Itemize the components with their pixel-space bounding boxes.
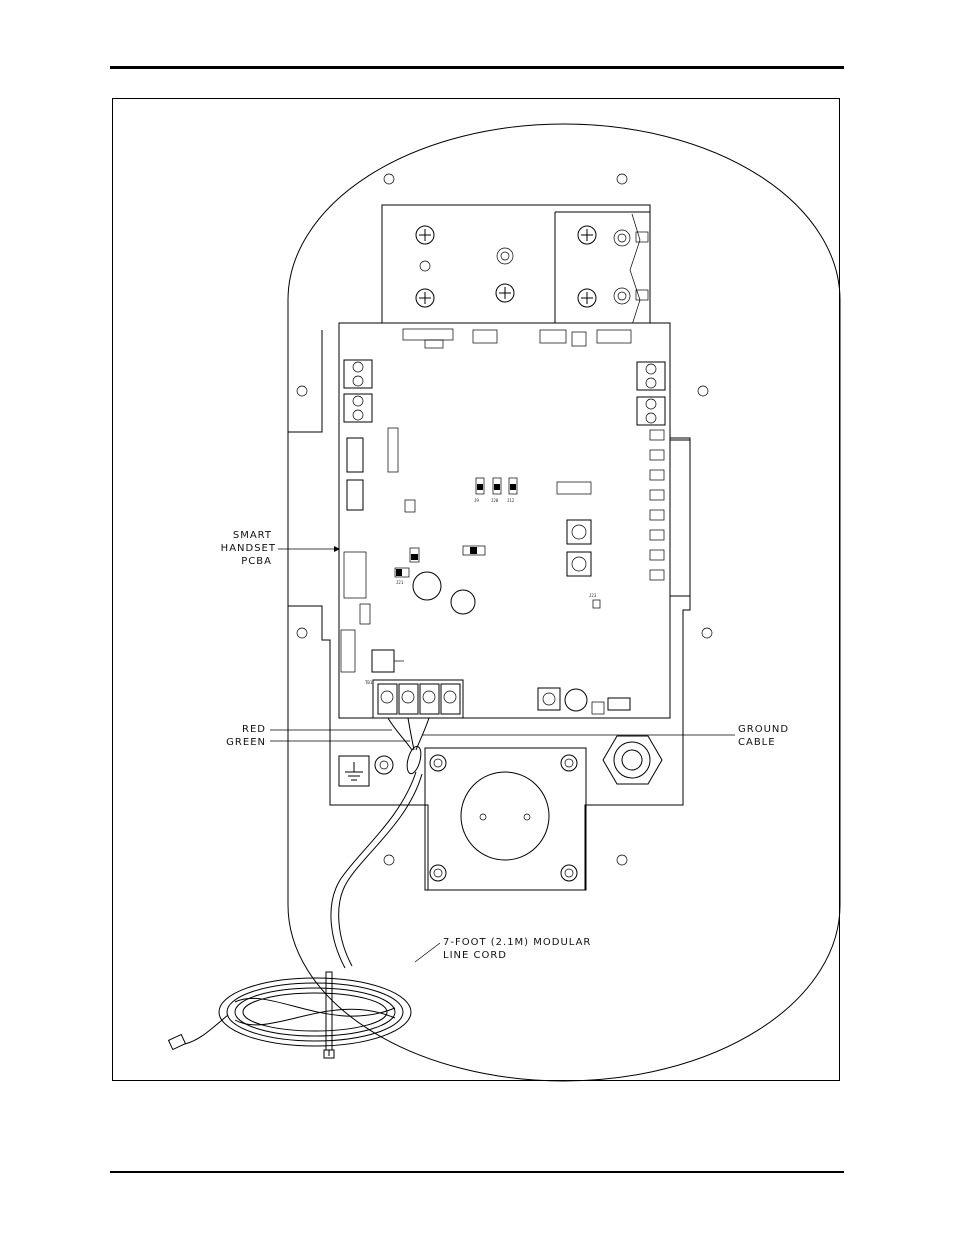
ground-symbol-icon	[338, 755, 370, 787]
ref-j12: J12	[507, 498, 515, 503]
upper-bracket	[381, 204, 651, 328]
label-line-cord-1: 7-FOOT (2.1M) MODULAR	[443, 937, 591, 948]
screw-head-icon	[495, 283, 515, 303]
ref-tb1: TB1	[365, 680, 373, 685]
cable-gland-icon	[602, 735, 663, 785]
screw-head-icon	[415, 225, 435, 245]
label-handset: HANDSET	[221, 543, 276, 554]
ref-j9: J9	[474, 498, 479, 503]
screw-head-icon	[429, 864, 447, 882]
label-red: RED	[242, 724, 266, 735]
header-rule	[110, 66, 844, 69]
screw-head-icon	[577, 288, 597, 308]
leader-lines	[270, 546, 735, 963]
screw-head-icon	[560, 864, 578, 882]
terminal-block-tb1	[372, 679, 464, 719]
label-pcba: PCBA	[241, 556, 272, 567]
footer-rule	[110, 1171, 844, 1173]
ref-j23: J23	[589, 593, 597, 598]
plate-mounting-holes	[296, 173, 713, 866]
edge-jumper-strip	[649, 429, 665, 581]
screw-head-icon	[429, 754, 447, 772]
ref-j21: J21	[396, 580, 404, 585]
screw-head-icon	[415, 288, 435, 308]
smart-handset-pcba: TB1 J9 J20 J12 J21 J23	[338, 322, 691, 719]
label-cable: CABLE	[738, 737, 776, 748]
ref-j20: J20	[491, 498, 499, 503]
coiled-line-cord	[167, 971, 412, 1059]
screw-head-icon	[560, 754, 578, 772]
label-smart: SMART	[233, 530, 272, 541]
label-green: GREEN	[226, 737, 266, 748]
label-line-cord-2: LINE CORD	[443, 950, 507, 961]
screw-head-icon	[577, 225, 597, 245]
speaker-bracket	[424, 747, 587, 891]
ground-stud	[374, 755, 394, 775]
housing-plate-outline	[287, 123, 841, 1082]
label-ground: GROUND	[738, 724, 789, 735]
jumper-group	[394, 477, 518, 578]
modular-plug-icon	[167, 1033, 187, 1051]
